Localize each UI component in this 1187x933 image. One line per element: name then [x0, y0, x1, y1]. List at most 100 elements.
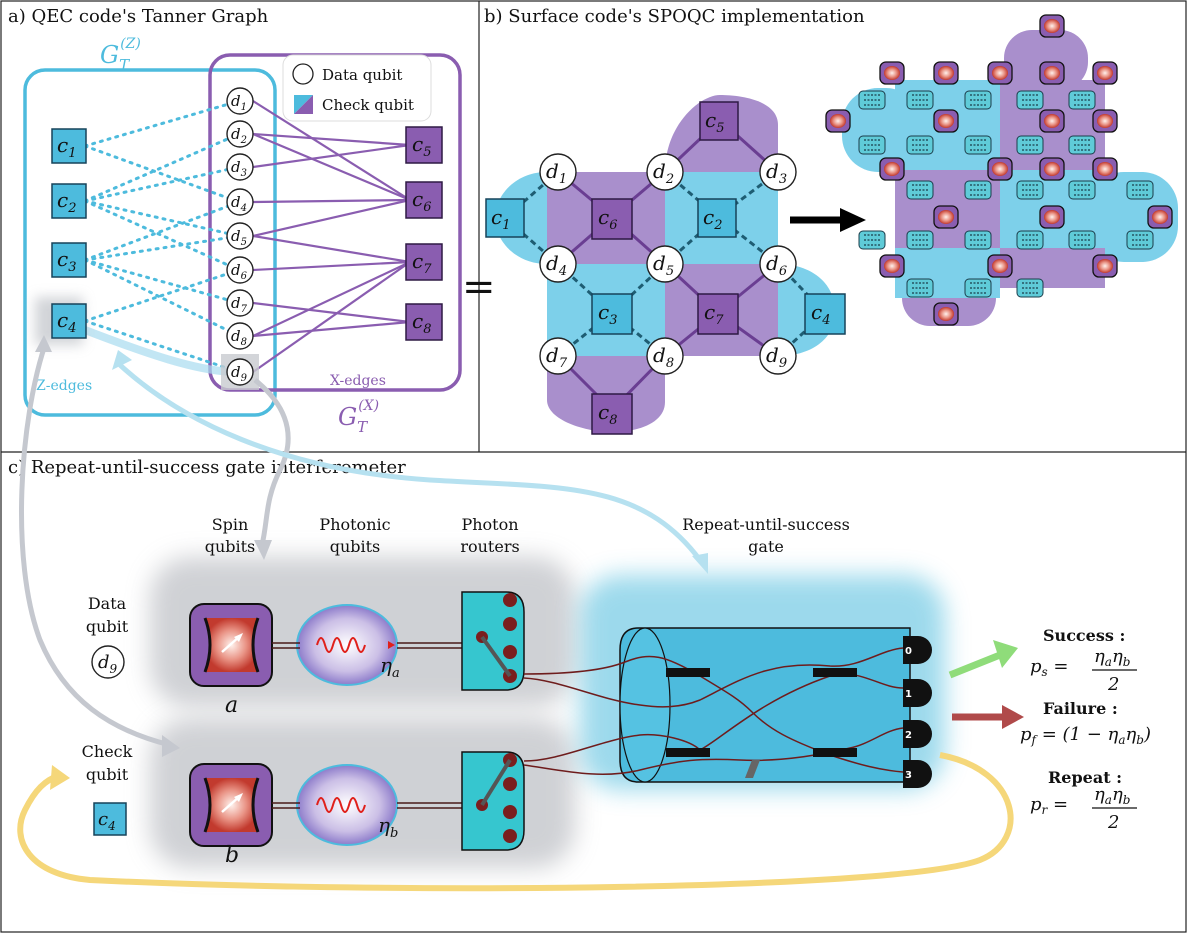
svg-text:c5: c5 — [705, 108, 724, 136]
svg-text:d7: d7 — [546, 343, 568, 371]
c4-label: c — [57, 308, 68, 332]
svg-text:d7: d7 — [231, 294, 248, 315]
router-node — [1068, 135, 1096, 155]
spin-qubit-b — [189, 763, 273, 847]
router-node — [906, 180, 934, 200]
router-node — [858, 90, 886, 110]
photonic-qubit-a — [296, 604, 398, 686]
z-check-c4: c4 — [51, 303, 87, 339]
svg-text:d3: d3 — [231, 158, 247, 179]
failure-formula: pf = (1 − ηaηb) — [1020, 724, 1151, 747]
c3-label: c — [57, 247, 68, 271]
svg-text:2: 2 — [905, 730, 912, 741]
svg-text:d5: d5 — [653, 251, 674, 279]
svg-text:d5: d5 — [231, 227, 247, 248]
svg-text:d4: d4 — [231, 193, 247, 214]
right-arrow-icon — [790, 208, 866, 232]
spin-node — [1039, 205, 1065, 229]
spin-qubit-a — [189, 603, 273, 687]
photon-router-a — [461, 591, 525, 691]
svg-text:c1: c1 — [491, 205, 510, 233]
router-node — [906, 90, 934, 110]
gz-box — [23, 68, 277, 417]
svg-text:c2: c2 — [703, 205, 722, 233]
router-node — [1126, 180, 1154, 200]
spin-node — [825, 109, 851, 133]
router-node — [964, 230, 992, 250]
svg-text:ps =: ps = — [1030, 656, 1069, 679]
svg-text:c4: c4 — [98, 809, 116, 833]
spin-node — [879, 157, 905, 181]
tanner-graph: c1 c2 c3 c4 d1 d2 d3 d4 d5 d6 d7 — [23, 36, 496, 436]
router-node — [964, 180, 992, 200]
router-node — [964, 278, 992, 298]
success-title: Success : — [1043, 626, 1125, 645]
legend-data-label: Data qubit — [322, 66, 402, 84]
success-arrow-icon — [948, 640, 1018, 679]
svg-text:d3: d3 — [766, 159, 787, 187]
spin-node — [1092, 61, 1118, 85]
z-edge-to-gate-arrow — [118, 363, 702, 562]
router-node — [1068, 180, 1096, 200]
svg-text:2: 2 — [1107, 674, 1119, 695]
eta-b-label: ηb — [378, 813, 398, 841]
router-node — [1016, 230, 1044, 250]
rus-gate: 0 1 2 3 — [523, 627, 932, 788]
c2-label: c — [57, 188, 68, 212]
svg-text:c8: c8 — [598, 400, 617, 428]
photonic-qubit-b — [296, 764, 398, 846]
router-node — [906, 230, 934, 250]
panel-a-title: a) QEC code's Tanner Graph — [8, 6, 269, 27]
svg-text:d8: d8 — [653, 343, 674, 371]
router-node — [906, 135, 934, 155]
spin-b-label: b — [225, 843, 239, 868]
spin-node — [933, 205, 959, 229]
spin-node — [987, 157, 1013, 181]
legend: Data qubit Check qubit — [282, 54, 432, 122]
svg-text:ηaηb: ηaηb — [1094, 784, 1130, 807]
failure-arrow-icon — [952, 705, 1024, 729]
z-edge-highlight — [83, 326, 233, 376]
panel-b-title: b) Surface code's SPOQC implementation — [484, 6, 865, 27]
repeat-loop-arrow — [17, 752, 1014, 892]
router-node — [1126, 230, 1154, 250]
svg-text:ηaηb: ηaηb — [1094, 646, 1130, 669]
data-qubit-node-d9 — [226, 358, 254, 386]
svg-text:d4: d4 — [546, 251, 567, 279]
svg-text:d6: d6 — [766, 251, 787, 279]
data-qubit-labels: d1 d2 d3 d4 d5 d6 d7 d8 d9 — [231, 92, 248, 384]
router-node — [1016, 135, 1044, 155]
svg-text:c5: c5 — [412, 132, 431, 160]
spin-node — [879, 61, 905, 85]
z-check-c1: c1 — [51, 128, 87, 164]
svg-text:d1: d1 — [546, 159, 567, 187]
surface-code: c5 c6 c2 c1 c3 c7 c4 c8 d1 d2 d3 d4 — [485, 14, 1178, 435]
spin-node — [1039, 61, 1065, 85]
svg-text:c6: c6 — [598, 205, 617, 233]
x-edges-label: X-edges — [330, 373, 386, 389]
svg-text:c8: c8 — [412, 309, 431, 337]
spoqc-lattice — [825, 14, 1178, 326]
spin-node — [1039, 109, 1065, 133]
spin-node — [1092, 254, 1118, 278]
data-qubit-nodes — [226, 87, 254, 350]
svg-text:c3: c3 — [57, 247, 76, 275]
spin-node — [1039, 157, 1065, 181]
spin-node — [1092, 109, 1118, 133]
svg-text:pr =: pr = — [1030, 794, 1068, 817]
spin-node — [987, 254, 1013, 278]
equals-sign: = — [462, 264, 496, 310]
svg-text:0: 0 — [905, 646, 912, 657]
failure-title: Failure : — [1043, 699, 1118, 718]
svg-text:c4: c4 — [57, 308, 76, 336]
check-qubit-symbol — [93, 802, 127, 836]
x-edges — [252, 100, 411, 373]
